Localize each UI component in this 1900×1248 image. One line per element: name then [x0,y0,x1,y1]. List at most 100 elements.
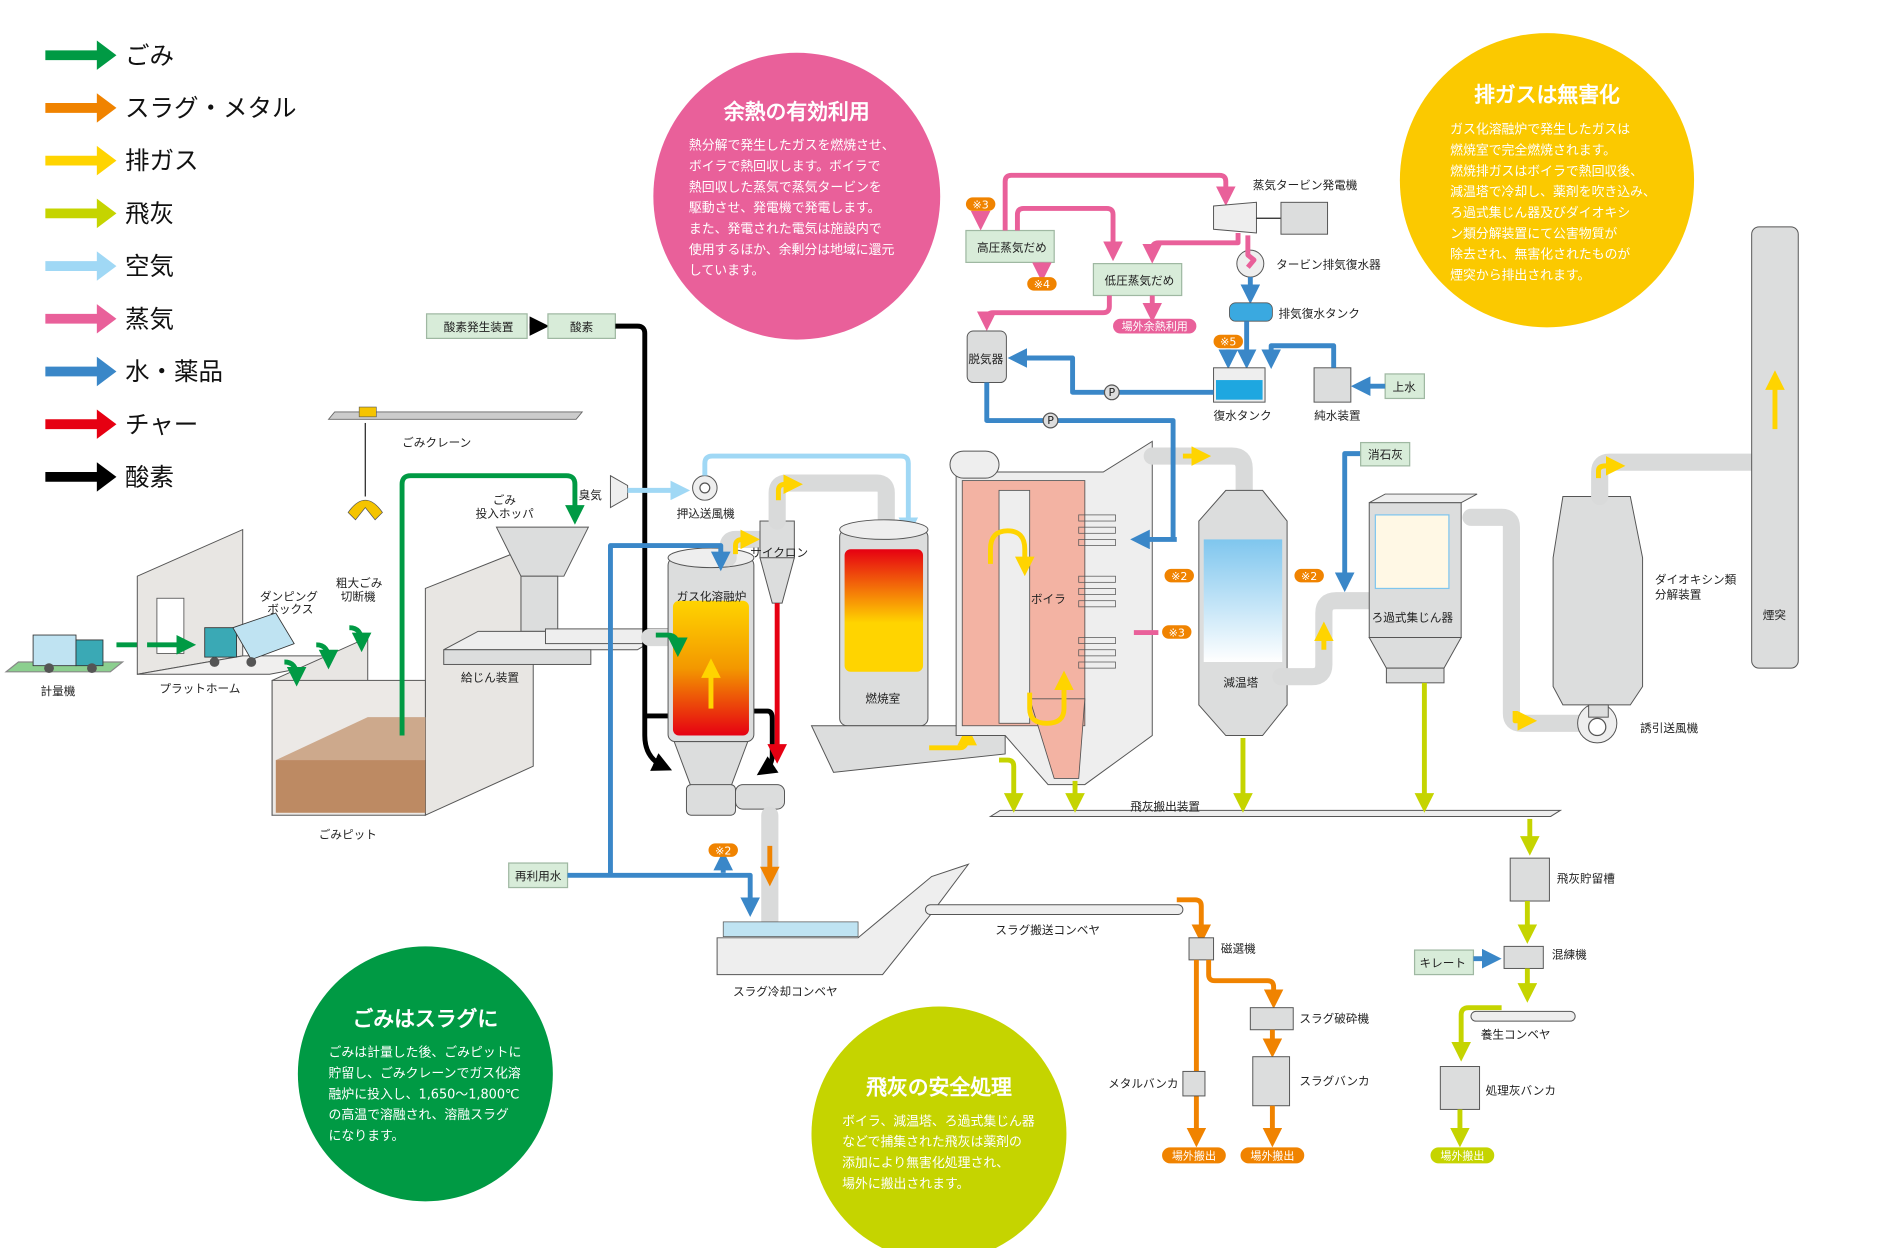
label-feeder: 給じん装置 [461,671,519,685]
badge-note: ※2 [1164,568,1194,583]
info-circle-slag: ごみはスラグに ごみは計量した後、ごみピットに 貯留し、ごみクレーンでガス化溶 … [297,946,553,1202]
circle-text-line: 熱分解で発生したガスを燃焼させ、 [689,138,895,154]
legend: ごみ スラグ・メタル 排ガス 飛灰 空気 蒸気 水・薬品 チャー 酸素 [45,40,297,492]
badge-offsite: 場外搬出 [1430,1147,1495,1164]
label-dioxin: 分解装置 [1655,587,1702,601]
treated-ash-bunker [1439,1066,1481,1110]
label-hopper: ごみ [493,493,517,507]
circle-text-line: ボイラで熱回収します。ボイラで [689,159,881,174]
arrow-icon [45,145,117,176]
circle-text-line: 除去され、無害化されたものが [1450,247,1630,263]
label-platform: プラットホーム [159,682,240,696]
label-treated-bunker: 処理灰バンカ [1486,1084,1556,1098]
circle-text-line: 融炉に投入し、1,650～1,800℃ [329,1086,520,1102]
circle-text-line: 熱回収した蒸気で蒸気タービンを [689,179,882,195]
label-slaked-lime: 消石灰 [1368,448,1403,462]
badge-note: ※4 [1027,277,1057,291]
stack [1751,226,1799,669]
magnetic-separator [1188,937,1215,961]
label-dumping-box: ボックス [267,602,313,616]
arrow-icon [45,93,117,123]
pump-icon: P [1103,384,1120,401]
slag-bunker [1252,1056,1291,1107]
circle-text-line: また、発電された電気は施設内で [689,221,882,237]
circle-text-line: の高温で溶融され、溶融スラグ [329,1107,509,1123]
label-condensate-tank: 復水タンク [1214,408,1272,422]
legend-label: チャー [125,410,198,439]
legend-item-char: チャー [45,409,198,439]
label-city-water: 上水 [1393,380,1417,394]
circle-text-line: 煙突から排出されます。 [1450,268,1590,284]
bag-filter [1368,493,1478,684]
circle-text-line: ガス化溶融炉で発生したガスは [1450,123,1630,138]
circle-text-line: になります。 [329,1129,405,1144]
badge-note: ※3 [965,197,996,211]
oxygen-box [547,313,616,339]
legend-label: 蒸気 [125,304,174,333]
label-garbage-crane: ごみクレーン [402,435,471,449]
circle-text-line: 場外に搬出されます。 [842,1177,969,1192]
label-weighbridge: 計量機 [40,684,75,698]
steam-turbine-generator [1213,201,1329,235]
offsite-heat-label: 場外余熱利用 [1122,319,1188,333]
arrow-icon [45,409,117,439]
circle-text-line: 貯留し、ごみクレーンでガス化溶 [329,1066,521,1082]
label-odor: 臭気 [579,488,603,502]
legend-item-slag-metal: スラグ・メタル [45,93,297,123]
badge-note: ※5 [1213,334,1243,349]
legend-label: スラグ・メタル [125,94,297,123]
offsite-label: 場外搬出 [1172,1149,1216,1163]
label-idf: 誘引送風機 [1640,721,1699,735]
info-circle-exhaust-gas: 排ガスは無害化 ガス化溶融炉で発生したガスは 燃焼室で完全燃焼されます。 燃焼排… [1399,33,1695,328]
label-bag-filter: ろ過式集じん器 [1372,611,1454,625]
badge-note: ※2 [1294,568,1324,583]
circle-title: 余熱の有効利用 [723,100,870,124]
circle-text-line: 使用するほか、余剰分は地域に還元 [689,242,895,258]
circle-text-line: 駆動させ、発電機で発電します。 [689,201,881,216]
offsite-label: 場外搬出 [1440,1149,1484,1163]
boiler [949,440,1153,786]
slag-cooling-conveyor [716,863,970,976]
label-curing-conveyor: 養生コンベヤ [1481,1027,1551,1041]
legend-item-steam: 蒸気 [45,304,174,334]
garbage-crane [327,406,584,521]
arrow-icon [45,304,117,334]
circle-text-line: 添加により無害化処理され、 [842,1155,1009,1171]
label-oxygen-generator: 酸素発生装置 [444,320,514,334]
badge-offsite: 場外搬出 [1162,1147,1226,1164]
label-condenser: タービン排気復水器 [1276,258,1381,272]
label-slag-bunker: スラグバンカ [1299,1074,1369,1088]
legend-label: 飛灰 [125,199,174,228]
badge-note: ※2 [708,843,738,857]
svg-text:P: P [1047,414,1054,427]
legend-item-air: 空気 [45,251,174,281]
label-hopper: 投入ホッパ [476,506,535,520]
info-circle-heat-recovery: 余熱の有効利用 熱分解で発生したガスを燃焼させ、 ボイラで熱回収します。ボイラで… [653,52,941,340]
note-label: ※5 [1220,336,1236,349]
circle-title: 飛灰の安全処理 [865,1076,1012,1100]
label-cooling-tower: 減温塔 [1223,676,1258,690]
cooling-tower [1198,489,1288,737]
label-mixer: 混練機 [1552,948,1587,962]
legend-label: 排ガス [125,146,199,175]
arrow-icon [45,198,117,229]
label-ash-conveyor: 飛灰搬出装置 [1130,799,1200,813]
note-label: ※2 [1171,570,1187,583]
label-shredder: 粗大ごみ [336,576,383,590]
slag-conveyor [924,904,1184,916]
label-cyclone: サイクロン [750,546,808,560]
odor-intake-icon [609,474,629,509]
note-label: ※2 [1301,570,1317,583]
label-ash-silo: 飛灰貯留槽 [1557,872,1616,886]
label-reuse-water: 再利用水 [515,869,562,883]
pump-icon: P [1042,412,1059,429]
label-furnace: ガス化溶融炉 [677,590,747,604]
circle-title: ごみはスラグに [352,1007,498,1031]
label-hp-header: 高圧蒸気だめ [977,240,1047,254]
legend-item-oxygen: 酸素 [45,462,174,492]
label-pure-water: 純水装置 [1314,408,1361,422]
circle-text-line: ボイラ、減温塔、ろ過式集じん器 [842,1113,1035,1129]
info-circle-fly-ash: 飛灰の安全処理 ボイラ、減温塔、ろ過式集じん器 などで捕集された飛灰は薬剤の 添… [811,1006,1067,1248]
oxygen-generator-box [425,313,528,339]
label-fdf: 押込送風機 [677,506,736,520]
